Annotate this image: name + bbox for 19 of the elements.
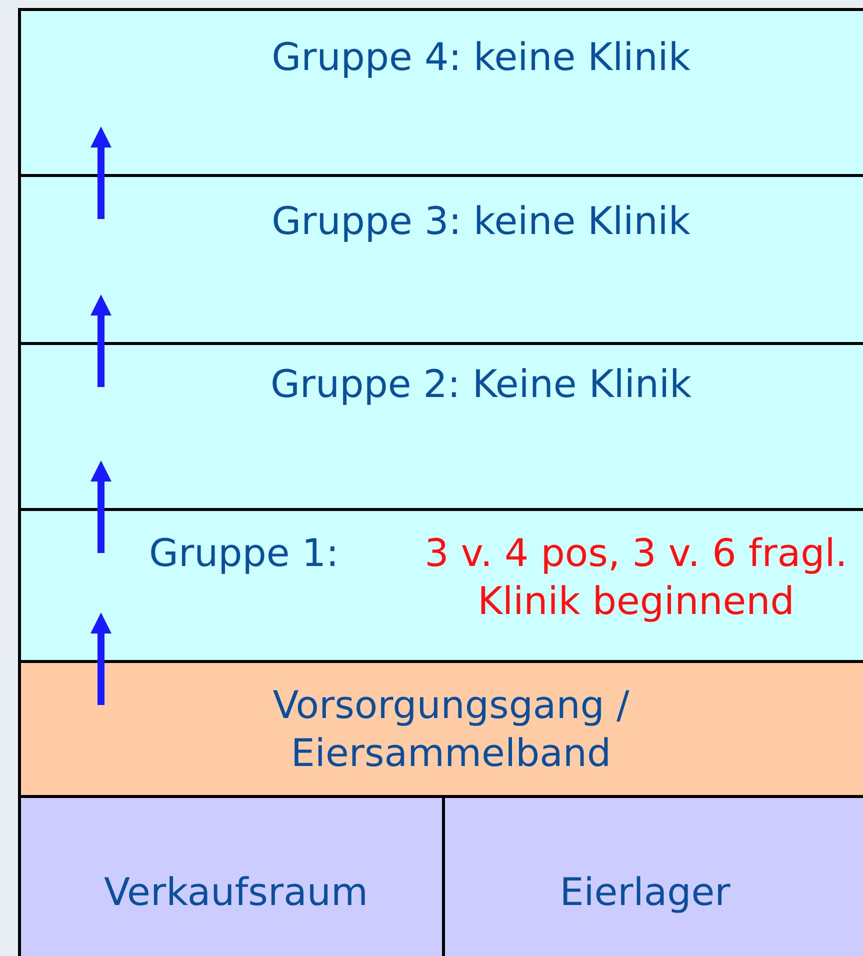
arrow	[90, 294, 112, 387]
arrow	[90, 460, 112, 553]
room-area	[18, 795, 445, 956]
room-label: Gruppe 3: keine Klinik	[270, 198, 692, 245]
room-label: Vorsorgungsgang / Eiersammelband	[272, 682, 630, 777]
room-label: Verkaufsraum	[103, 869, 369, 916]
room-label: Gruppe 1:	[149, 530, 340, 577]
room-area	[442, 795, 863, 956]
room-label: Gruppe 2: Keine Klinik	[269, 361, 693, 408]
arrow	[90, 612, 112, 705]
floor-band	[18, 508, 863, 663]
floor-band	[18, 660, 863, 798]
floor-band	[18, 174, 863, 345]
floor-band	[18, 8, 863, 177]
room-label: Eierlager	[558, 869, 732, 916]
floor-band	[18, 342, 863, 511]
arrow	[90, 126, 112, 219]
status-note: 3 v. 4 pos, 3 v. 6 fragl. Klinik beginnend	[424, 530, 848, 625]
room-label: Gruppe 4: keine Klinik	[270, 34, 692, 81]
